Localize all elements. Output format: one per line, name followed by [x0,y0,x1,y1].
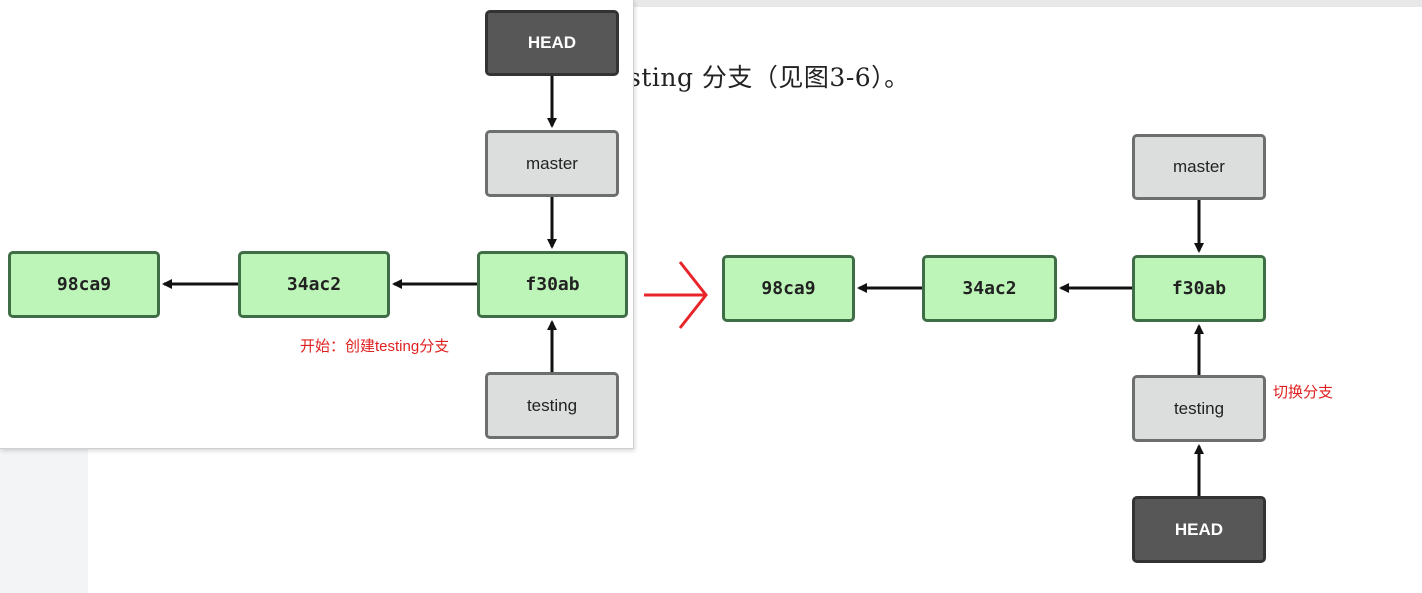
document-text-line: sting 分支（见图3-6）。 [628,63,910,92]
left-head-pointer: HEAD [485,10,619,76]
right-head-pointer: HEAD [1132,496,1266,563]
left-diagram-panel: HEAD master 98ca9 34ac2 f30ab testing 开始… [0,0,634,449]
right-commit-34ac2: 34ac2 [922,255,1057,322]
left-annotation: 开始：创建testing分支 [300,338,450,355]
left-commit-98ca9: 98ca9 [8,251,160,318]
right-annotation: 切换分支 [1273,384,1334,401]
right-master-branch: master [1132,134,1266,200]
top-strip [88,0,1422,7]
right-commit-98ca9: 98ca9 [722,255,855,322]
right-testing-branch: testing [1132,375,1266,442]
right-commit-f30ab: f30ab [1132,255,1266,322]
left-commit-34ac2: 34ac2 [238,251,390,318]
left-testing-branch: testing [485,372,619,439]
left-commit-f30ab: f30ab [477,251,628,318]
left-master-branch: master [485,130,619,197]
